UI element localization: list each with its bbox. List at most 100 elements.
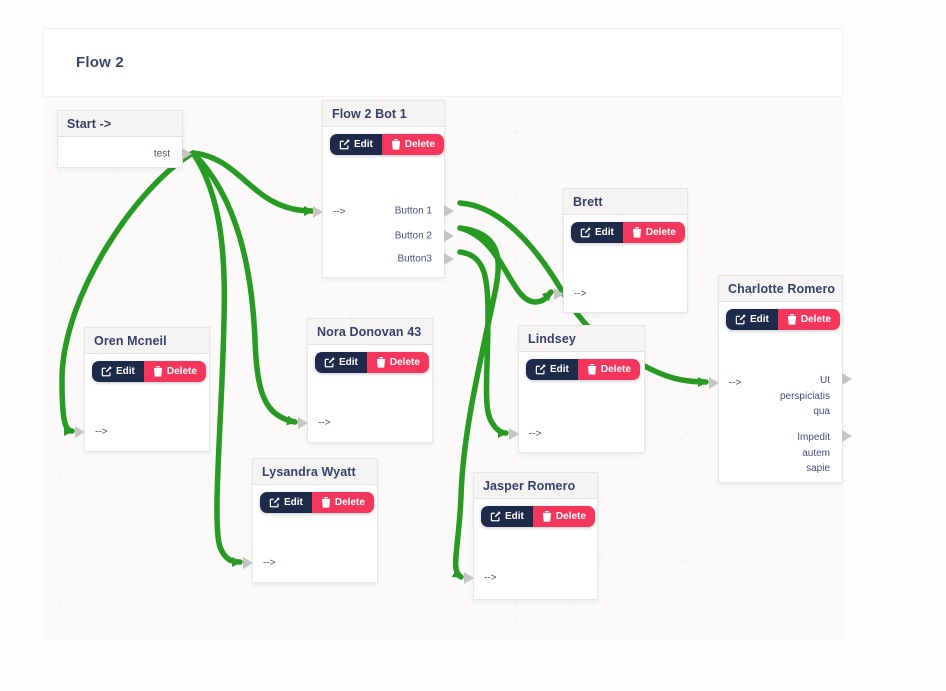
delete-button-label: Delete bbox=[404, 138, 435, 150]
edit-button-label: Edit bbox=[505, 510, 524, 522]
connection-bot1-Button-1-to-charlotte-in[interactable] bbox=[457, 200, 709, 387]
edit-button-label: Edit bbox=[750, 313, 769, 325]
connection-bot1-Button-2-to-brett-in[interactable] bbox=[457, 225, 554, 305]
delete-button[interactable]: Delete bbox=[532, 506, 595, 527]
input-label: --> bbox=[529, 428, 542, 440]
edit-button[interactable]: Edit bbox=[330, 134, 382, 155]
output-label: test bbox=[153, 148, 170, 160]
node-actions: Edit Delete bbox=[330, 134, 444, 155]
node-title: Nora Donovan 43 bbox=[308, 319, 432, 345]
flow-header-card: Flow 2 bbox=[43, 28, 843, 97]
connection-start-test-to-bot1-in[interactable] bbox=[190, 150, 315, 216]
output-label-line: perspiciatis bbox=[779, 390, 830, 402]
delete-button[interactable]: Delete bbox=[622, 222, 685, 243]
input-port[interactable] bbox=[298, 417, 308, 429]
trash-icon bbox=[391, 139, 400, 150]
output-label: Button 1 bbox=[394, 205, 432, 217]
delete-button[interactable]: Delete bbox=[381, 134, 444, 155]
delete-button[interactable]: Delete bbox=[577, 359, 640, 380]
delete-button-label: Delete bbox=[645, 226, 676, 238]
input-port[interactable] bbox=[709, 377, 719, 389]
edit-button[interactable]: Edit bbox=[726, 309, 778, 330]
delete-button-label: Delete bbox=[555, 510, 586, 522]
connection-start-test-to-nora-in[interactable] bbox=[190, 150, 298, 426]
edit-button[interactable]: Edit bbox=[92, 361, 144, 382]
connection-bot1-Button3-to-lindsey-in[interactable] bbox=[457, 249, 509, 438]
trash-icon bbox=[376, 357, 385, 368]
output-label: Button 2 bbox=[394, 230, 432, 242]
node-actions: Edit Delete bbox=[726, 309, 840, 330]
input-label: --> bbox=[484, 572, 497, 584]
connection-bot1-Button-2-to-jasper-in[interactable] bbox=[451, 225, 501, 580]
delete-button[interactable]: Delete bbox=[777, 309, 840, 330]
edit-pencil-icon bbox=[339, 139, 350, 150]
edit-button[interactable]: Edit bbox=[315, 352, 367, 373]
output-label: Button3 bbox=[397, 253, 432, 265]
output-label-line: qua bbox=[813, 406, 830, 417]
input-port[interactable] bbox=[75, 426, 85, 438]
flow-node-start[interactable]: Start -> test bbox=[57, 110, 192, 168]
node-actions: Edit Delete bbox=[260, 492, 374, 513]
edit-button[interactable]: Edit bbox=[260, 492, 312, 513]
delete-button[interactable]: Delete bbox=[311, 492, 374, 513]
node-title: Brett bbox=[564, 189, 687, 215]
output-port[interactable] bbox=[444, 253, 454, 265]
input-port[interactable] bbox=[509, 428, 519, 440]
delete-button[interactable]: Delete bbox=[143, 361, 206, 382]
edit-button-label: Edit bbox=[284, 496, 303, 508]
input-label: --> bbox=[95, 426, 108, 438]
input-port[interactable] bbox=[243, 557, 253, 569]
node-title: Jasper Romero bbox=[474, 473, 597, 499]
node-title: Lysandra Wyatt bbox=[253, 459, 377, 485]
input-port[interactable] bbox=[313, 206, 323, 218]
node-actions: Edit Delete bbox=[571, 222, 685, 243]
node-actions: Edit Delete bbox=[315, 352, 429, 373]
input-label: --> bbox=[318, 417, 331, 429]
connection-start-test-to-lysandra-in[interactable] bbox=[190, 150, 243, 567]
node-title: Lindsey bbox=[519, 326, 644, 352]
output-port[interactable] bbox=[444, 205, 454, 217]
edit-button-label: Edit bbox=[595, 226, 614, 238]
input-label: --> bbox=[263, 557, 276, 569]
output-port[interactable] bbox=[842, 373, 852, 385]
delete-button-label: Delete bbox=[334, 496, 365, 508]
trash-icon bbox=[787, 314, 796, 325]
input-label: --> bbox=[729, 377, 742, 389]
input-port[interactable] bbox=[464, 572, 474, 584]
node-actions: Edit Delete bbox=[526, 359, 640, 380]
output-port[interactable] bbox=[182, 148, 192, 160]
trash-icon bbox=[542, 511, 551, 522]
trash-icon bbox=[632, 227, 641, 238]
delete-button-label: Delete bbox=[166, 365, 197, 377]
edit-button[interactable]: Edit bbox=[481, 506, 533, 527]
output-port[interactable] bbox=[842, 430, 852, 442]
node-actions: Edit Delete bbox=[92, 361, 206, 382]
edit-button-label: Edit bbox=[354, 138, 373, 150]
trash-icon bbox=[587, 364, 596, 375]
delete-button-label: Delete bbox=[600, 363, 631, 375]
input-port[interactable] bbox=[554, 288, 564, 300]
node-title: Charlotte Romero bbox=[719, 276, 842, 302]
delete-button-label: Delete bbox=[389, 356, 420, 368]
edit-button[interactable]: Edit bbox=[526, 359, 578, 380]
delete-button[interactable]: Delete bbox=[366, 352, 429, 373]
edit-button-label: Edit bbox=[116, 365, 135, 377]
connection-start-test-to-oren-in[interactable] bbox=[59, 150, 196, 436]
flow-node-nora[interactable]: Nora Donovan 43 Edit Delete --> bbox=[298, 318, 433, 443]
node-title: Start -> bbox=[58, 111, 182, 137]
edit-pencil-icon bbox=[580, 227, 591, 238]
edit-pencil-icon bbox=[101, 366, 112, 377]
output-port[interactable] bbox=[444, 230, 454, 242]
edit-pencil-icon bbox=[535, 364, 546, 375]
delete-button-label: Delete bbox=[800, 313, 831, 325]
node-title: Oren Mcneil bbox=[85, 328, 209, 354]
edit-button[interactable]: Edit bbox=[571, 222, 623, 243]
